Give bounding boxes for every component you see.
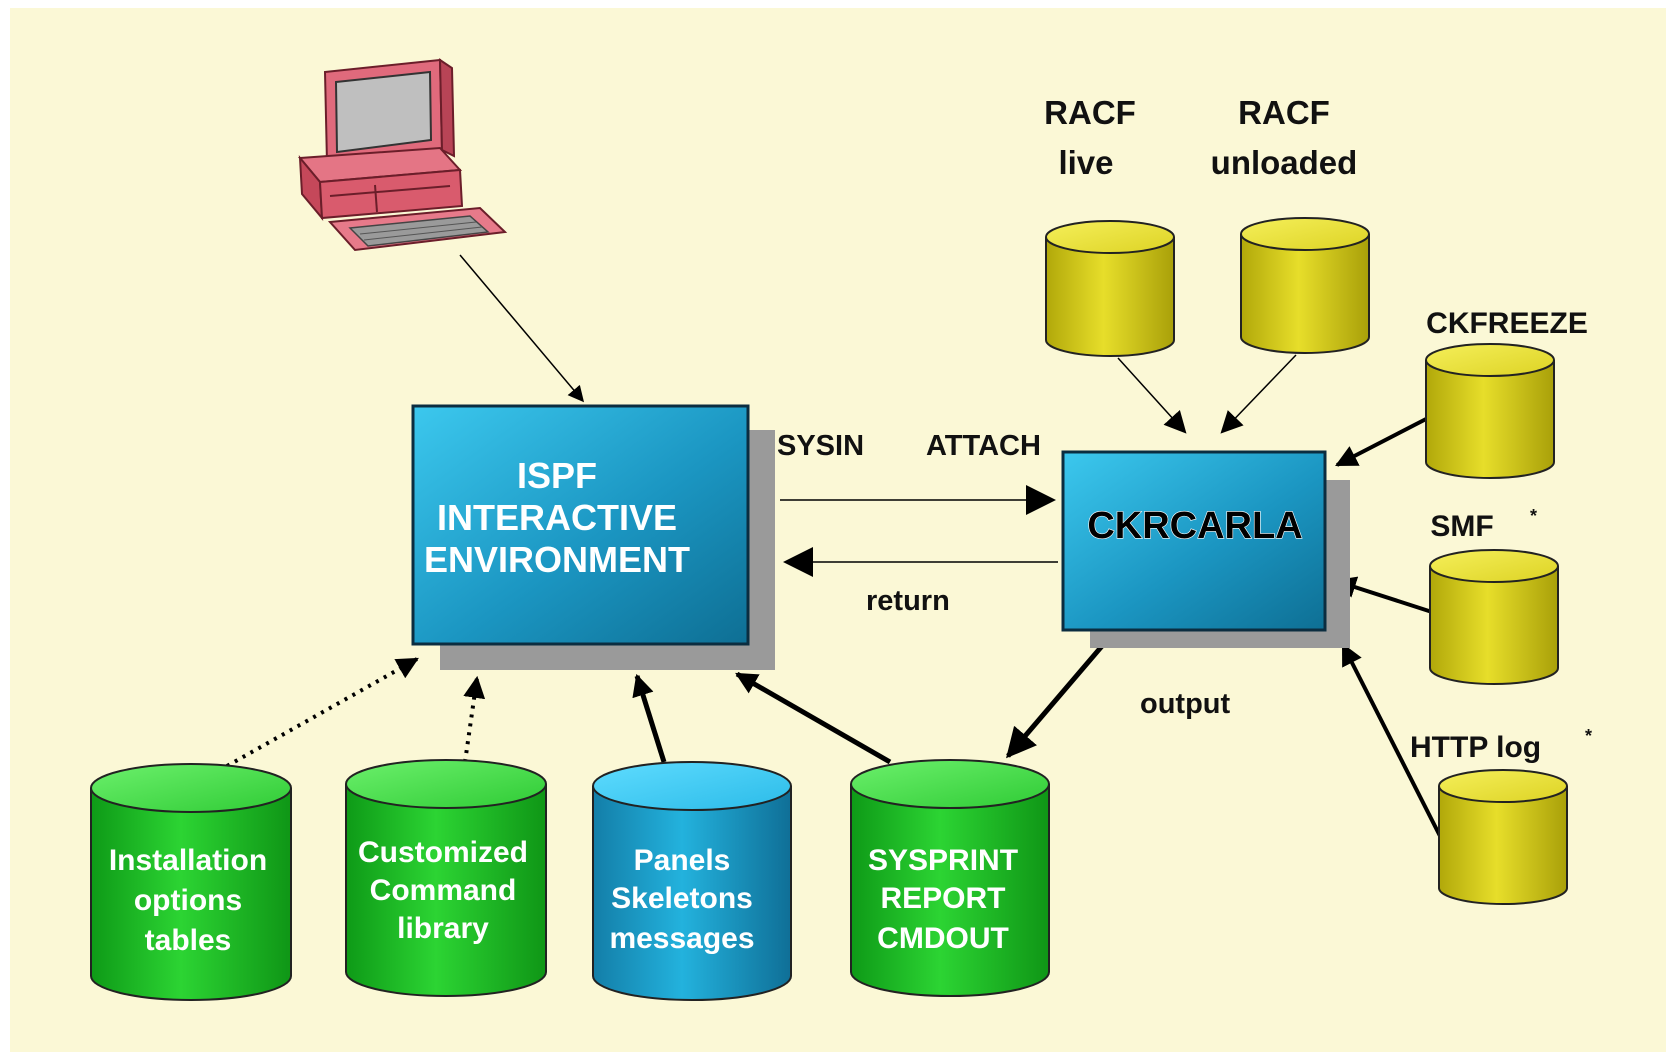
panels-label-line3: messages: [609, 922, 754, 955]
http-log-asterisk: *: [1585, 726, 1592, 746]
panels-label-line2: Skeletons: [611, 882, 753, 915]
ispf-title-line3: ENVIRONMENT: [424, 539, 690, 580]
installation-label-line3: tables: [145, 924, 232, 957]
sysin-label: SYSIN: [777, 430, 864, 462]
racf-live-dataset: RACF live: [1044, 94, 1175, 357]
ispf-box: ISPF INTERACTIVE ENVIRONMENT: [411, 404, 775, 670]
racf-unloaded-arrow: [1220, 354, 1297, 434]
http-log-label: HTTP log: [1410, 731, 1541, 764]
ckrcarla-title: CKRCARLA: [1087, 505, 1302, 547]
customized-label-line3: library: [397, 912, 489, 945]
sysprint-label-line2: REPORT: [880, 882, 1005, 915]
sysprint-report-cmdout-dataset: SYSPRINT REPORT CMDOUT: [850, 759, 1050, 997]
return-label: return: [866, 585, 950, 617]
sysprint-label-line1: SYSPRINT: [868, 844, 1018, 877]
terminal-to-ispf-arrow: [459, 254, 585, 403]
panels-to-ispf-arrow: [632, 673, 667, 763]
ckrcarla-box: CKRCARLA: [1061, 450, 1350, 648]
panels-label-line1: Panels: [634, 844, 731, 877]
racf-unloaded-dataset: RACF unloaded: [1211, 94, 1370, 354]
sysprint-label-line3: CMDOUT: [877, 922, 1009, 955]
racf-unloaded-label-line2: unloaded: [1211, 144, 1358, 181]
http-log-arrow: [1341, 643, 1442, 837]
racf-live-label-line2: live: [1058, 144, 1113, 181]
smf-asterisk: *: [1530, 506, 1537, 526]
installation-options-dataset: Installation options tables: [90, 763, 292, 1001]
http-log-dataset: HTTP log *: [1410, 726, 1592, 905]
installation-label-line2: options: [134, 884, 242, 917]
customized-command-library-dataset: Customized Command library: [345, 759, 547, 997]
smf-dataset: SMF *: [1429, 506, 1559, 685]
panels-skeletons-messages-dataset: Panels Skeletons messages: [592, 761, 792, 1001]
ispf-title-line2: INTERACTIVE: [437, 497, 677, 538]
customized-label-line2: Command: [370, 874, 517, 907]
racf-unloaded-label-line1: RACF: [1238, 94, 1330, 131]
ckfreeze-dataset: CKFREEZE: [1425, 307, 1588, 479]
output-label: output: [1140, 688, 1231, 720]
racf-live-label-line1: RACF: [1044, 94, 1136, 131]
smf-arrow: [1333, 576, 1433, 614]
installation-to-ispf-arrow: [226, 657, 419, 768]
racf-live-arrow: [1117, 357, 1187, 434]
output-arrow: [1006, 630, 1116, 759]
smf-label: SMF: [1430, 510, 1493, 543]
ispf-title-line1: ISPF: [517, 455, 597, 496]
attach-label: ATTACH: [926, 430, 1041, 462]
computer-terminal-icon: [297, 58, 508, 252]
customized-label-line1: Customized: [358, 836, 528, 869]
ckfreeze-label: CKFREEZE: [1426, 307, 1588, 340]
installation-label-line1: Installation: [109, 844, 267, 877]
ckfreeze-arrow: [1335, 416, 1429, 467]
sysprint-to-ispf-arrow: [735, 671, 892, 765]
